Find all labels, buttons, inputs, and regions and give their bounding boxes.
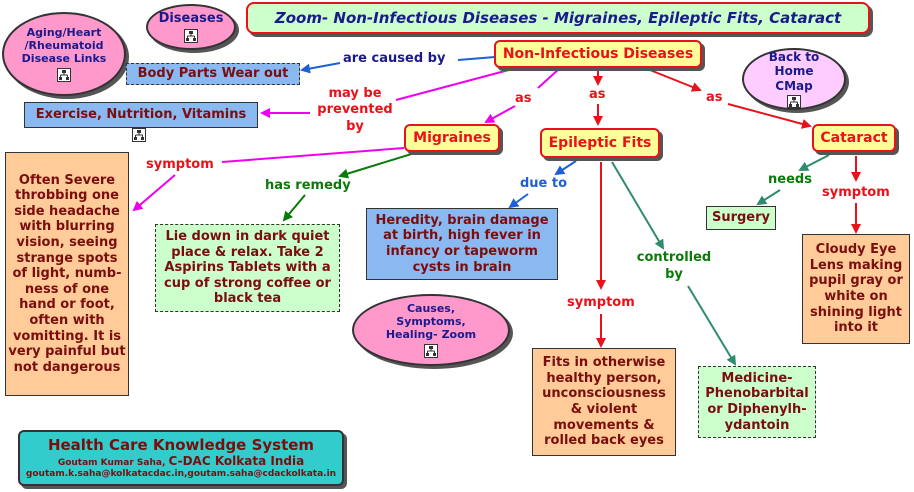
label-are-caused-by: are caused by [343, 51, 446, 66]
back-home-node[interactable]: Back to Home CMap [742, 48, 846, 110]
linked-map-icon[interactable] [184, 28, 198, 43]
linked-map-icon[interactable] [57, 68, 71, 83]
non-infectious-diseases-node[interactable]: Non-Infectious Diseases [494, 40, 702, 68]
edge-caused-bodyparts [300, 62, 341, 74]
label-has-remedy: has remedy [265, 178, 351, 193]
often-severe-label: Often Severe throbbing one side headache… [8, 172, 126, 375]
edge-noninfectious-prevented [395, 66, 521, 101]
cataract-label: Cataract [820, 129, 888, 146]
edge-controlled-medicine [687, 285, 737, 366]
footer-author: Goutam Kumar Saha, [57, 458, 166, 469]
edge-epileptic-dueto [554, 160, 577, 176]
edge-migraines-remedy [338, 151, 419, 179]
cloudy-eye-lens-node[interactable]: Cloudy Eye Lens making pupil gray or whi… [802, 234, 910, 344]
body-parts-wear-out-label: Body Parts Wear out [137, 66, 289, 82]
label-as-epileptic: as [589, 87, 606, 102]
footer-credits: Health Care Knowledge System Goutam Kuma… [18, 430, 344, 486]
causes-symptoms-zoom-node[interactable]: Causes, Symptoms, Healing- Zoom [352, 294, 510, 366]
migraines-label: Migraines [413, 129, 491, 146]
footer-title: Health Care Knowledge System [47, 436, 315, 455]
often-severe-node[interactable]: Often Severe throbbing one side headache… [5, 152, 129, 396]
heredity-label: Heredity, brain damage at birth, high fe… [375, 212, 549, 275]
edge-noninfectious-label-caused [457, 56, 496, 61]
epileptic-fits-node[interactable]: Epileptic Fits [540, 128, 660, 158]
lie-down-label: Lie down in dark quiet place & relax. Ta… [164, 229, 331, 307]
aging-disease-links-label: Aging/Heart /Rheumatoid Disease Links [21, 25, 107, 66]
edge-cataract-needs [798, 154, 830, 171]
footer-emails: goutam.k.saha@kolkatacdac.in,goutam.saha… [25, 469, 337, 479]
diseases-node[interactable]: Diseases [146, 4, 236, 50]
migraines-node[interactable]: Migraines [404, 124, 500, 152]
page-title-text: Zoom- Non-Infectious Diseases - Migraine… [274, 9, 842, 27]
label-symptom-migraines: symptom [146, 157, 214, 172]
label-may-be-prevented-by: may be prevented by [317, 86, 393, 134]
label-as-migraines: as [515, 91, 532, 106]
edge-as3-cataract [727, 103, 812, 129]
causes-symptoms-zoom-label: Causes, Symptoms, Healing- Zoom [385, 301, 477, 342]
edge-migraines-symptom [221, 147, 405, 163]
label-controlled-by: controlled by [636, 250, 712, 282]
exercise-nutrition-label: Exercise, Nutrition, Vitamins [35, 107, 247, 123]
epileptic-fits-label: Epileptic Fits [548, 134, 652, 151]
medicine-label: Medicine- Phenobarbital or Diphenylh- yd… [705, 370, 809, 433]
aging-disease-links-node[interactable]: Aging/Heart /Rheumatoid Disease Links [2, 12, 126, 96]
linked-map-icon[interactable] [787, 95, 801, 108]
page-title: Zoom- Non-Infectious Diseases - Migraine… [246, 2, 870, 34]
cloudy-eye-lens-label: Cloudy Eye Lens making pupil gray or whi… [809, 242, 903, 336]
body-parts-wear-out-node[interactable]: Body Parts Wear out [126, 63, 300, 85]
label-needs: needs [768, 172, 812, 187]
edge-as1-migraines [484, 105, 516, 123]
medicine-node[interactable]: Medicine- Phenobarbital or Diphenylh- yd… [698, 366, 816, 438]
label-due-to: due to [520, 176, 568, 191]
heredity-node[interactable]: Heredity, brain damage at birth, high fe… [366, 208, 558, 280]
fits-symptom-node[interactable]: Fits in otherwise healthy person, uncons… [532, 348, 676, 456]
label-symptom-fits: symptom [567, 295, 635, 310]
exercise-nutrition-node[interactable]: Exercise, Nutrition, Vitamins [24, 102, 258, 128]
label-as-cataract: as [706, 90, 723, 105]
linked-map-icon[interactable] [132, 128, 146, 142]
edge-needs-surgery [756, 189, 781, 206]
label-symptom-cataract: symptom [822, 185, 890, 200]
cataract-node[interactable]: Cataract [812, 124, 896, 152]
lie-down-node[interactable]: Lie down in dark quiet place & relax. Ta… [155, 224, 340, 312]
surgery-label: Surgery [711, 210, 771, 226]
edge-symptom-oftensevere [132, 174, 176, 212]
edge-epileptic-controlled [611, 161, 665, 250]
footer-org: C-DAC Kolkata India [168, 454, 305, 469]
footer-author-line: Goutam Kumar Saha, C-DAC Kolkata India [58, 454, 304, 469]
edge-noninfectious-as3 [644, 67, 702, 92]
diseases-label: Diseases [158, 11, 224, 27]
surgery-node[interactable]: Surgery [706, 206, 776, 230]
edge-noninfectious-as1 [537, 67, 561, 89]
linked-map-icon[interactable] [424, 344, 438, 359]
fits-symptom-label: Fits in otherwise healthy person, uncons… [542, 355, 666, 449]
edge-remedy-liedown [282, 194, 306, 222]
edge-dueto-heredity [508, 193, 529, 209]
back-home-label: Back to Home CMap [768, 50, 820, 93]
non-infectious-diseases-label: Non-Infectious Diseases [502, 45, 694, 62]
